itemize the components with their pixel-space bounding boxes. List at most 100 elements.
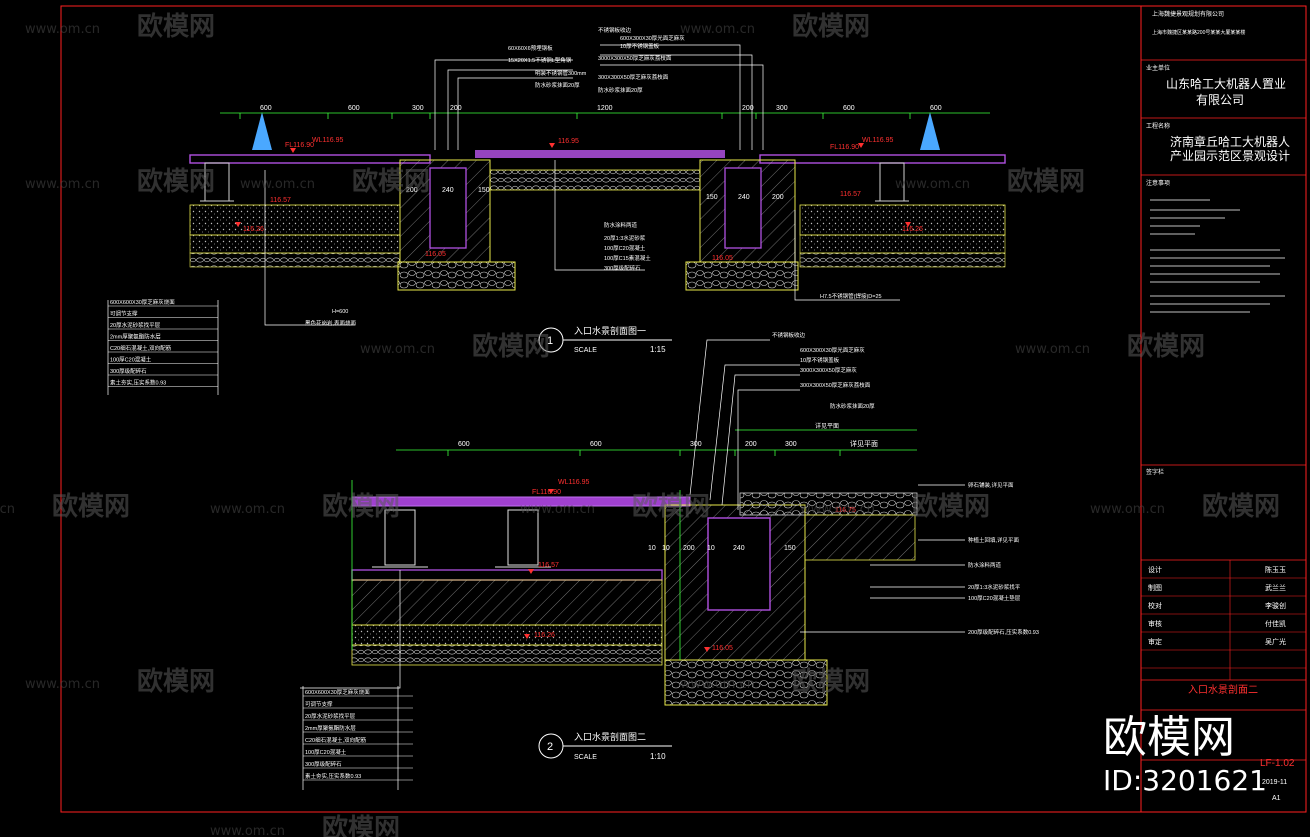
s1-scale-label: SCALE bbox=[574, 347, 597, 354]
s1-callout-mid-4: 300厚级配碎石 bbox=[604, 264, 641, 272]
s2-callout-right-1: 种植土回填,详见平面 bbox=[968, 536, 1020, 544]
section1-callout-left-0: 600X600X30厚芝麻灰烧面 bbox=[110, 298, 175, 306]
s2-callout-top-1: 600X300X30厚光面芝麻灰 bbox=[800, 346, 865, 354]
s1-callout-right: H7.5不锈钢管(焊接)D=25 bbox=[820, 292, 882, 300]
section-1-title-block: 1 入口水景剖面图一 SCALE 1:15 bbox=[538, 325, 672, 354]
s2-dim-sub-3: 10 bbox=[707, 545, 715, 552]
project-name-2: 产业园示范区景观设计 bbox=[1170, 149, 1290, 163]
s2-dim-sub-4: 240 bbox=[733, 545, 745, 552]
role-2: 校对 bbox=[1148, 601, 1162, 610]
watermark-brand-12: 欧模网 bbox=[792, 666, 870, 697]
stamp-label: 签字栏 bbox=[1146, 468, 1164, 476]
section-1-base-left bbox=[189, 234, 401, 254]
sheet-no: LF-1.02 bbox=[1260, 758, 1295, 769]
s1-callout-top-3: 防水砂浆抹面20厚 bbox=[535, 81, 580, 89]
section-1-subbase-left bbox=[189, 204, 401, 236]
s2-callout-top-5: 防水砂浆抹面20厚 bbox=[830, 402, 875, 410]
section-2-base-slab bbox=[351, 569, 663, 581]
watermark-url-3: www.om.cn bbox=[240, 177, 315, 192]
s1-callout-top-1: 15X20X1.5不锈钢L型角钢 bbox=[508, 56, 572, 64]
section-2-leaders bbox=[300, 339, 965, 689]
s1-callout-mid-2: 100厚C20混凝土 bbox=[604, 244, 646, 252]
s1-callout-center-1: H=600 bbox=[332, 309, 348, 315]
section-1-leaders bbox=[264, 44, 900, 326]
s1-base-right: 116.57 bbox=[840, 191, 861, 198]
section-1-pit-left-void bbox=[429, 167, 467, 249]
watermark-brand-4: 欧模网 bbox=[1007, 166, 1085, 197]
watermark-brand-1: 欧模网 bbox=[792, 11, 870, 42]
role-0: 设计 bbox=[1148, 565, 1162, 574]
s1-callout-tr-3: 3000X300X50厚芝麻灰荔枝面 bbox=[598, 54, 672, 62]
s2-callout-top-0: 不锈钢板收边 bbox=[772, 331, 806, 339]
watermark-url-12: www.om.cn bbox=[680, 677, 755, 692]
approver: 吴广光 bbox=[1265, 637, 1286, 646]
section-2-gravel-band bbox=[351, 644, 663, 666]
section-1-inner-dims: 200 240 150 150 240 200 bbox=[406, 187, 784, 201]
watermark-url-0: www.om.cn bbox=[25, 22, 100, 37]
s1-callout-tr-4: 300X300X50厚芝麻灰荔枝面 bbox=[598, 73, 669, 81]
section2-callout-left-1: 可调节支撑 bbox=[305, 700, 333, 708]
s2-title: 入口水景剖面图二 bbox=[574, 731, 646, 742]
s2-dim-top-0: 600 bbox=[458, 441, 470, 448]
section-1-subbase-right bbox=[799, 204, 1006, 236]
watermark-brand-6: 欧模网 bbox=[1127, 331, 1205, 362]
section-2-pit-void bbox=[707, 517, 771, 611]
project-name-1: 济南章丘哈工大机器人 bbox=[1170, 134, 1290, 149]
client-label: 业主单位 bbox=[1146, 64, 1170, 72]
s2-callout-top-2: 10厚不锈钢盖板 bbox=[800, 356, 840, 364]
s1-fl-left: FL116.90 bbox=[285, 142, 314, 149]
sheet-scale: A1 bbox=[1272, 795, 1281, 802]
s1-callout-tr-1: 600X300X30厚光面芝麻灰 bbox=[620, 34, 685, 42]
s2-scale-label: SCALE bbox=[574, 754, 597, 761]
watermark-url-9: www.om.cn bbox=[520, 502, 595, 517]
section-1-slab-left bbox=[189, 154, 431, 164]
s2-callout-right-4: 100厚C20混凝土垫层 bbox=[968, 594, 1021, 602]
s2-base: 116.57 bbox=[538, 562, 559, 569]
role-3: 审核 bbox=[1148, 619, 1162, 628]
s1-dim-top-4: 1200 bbox=[597, 105, 613, 112]
section-1-base-right bbox=[799, 234, 1006, 254]
title-block: 上海魏捷景观规划有限公司 上海市魏捷区某某路200号某某大厦某某楼 业主单位 山… bbox=[1141, 10, 1306, 802]
section1-callout-left-3: 2mm厚聚氨酯防水层 bbox=[110, 333, 161, 341]
section-1-pit-right-footing bbox=[685, 261, 799, 291]
pedestal-icon bbox=[372, 509, 551, 568]
section-2-callouts: 不锈钢板收边 600X300X30厚光面芝麻灰 10厚不锈钢盖板 3000X30… bbox=[302, 331, 1039, 790]
section-2-subbase bbox=[351, 579, 663, 626]
watermark-brand-13: 欧模网 bbox=[322, 813, 400, 837]
s2-callout-right-2: 防水涂料两道 bbox=[968, 561, 1002, 569]
pedestal-icon bbox=[200, 162, 909, 202]
watermark-url-11: www.om.cn bbox=[25, 677, 100, 692]
watermark-brand-0: 欧模网 bbox=[137, 11, 215, 42]
s2-dim-top-5: 详见平面 bbox=[850, 439, 878, 448]
watermark-url-2: www.om.cn bbox=[25, 177, 100, 192]
title-block-grid bbox=[1141, 560, 1306, 680]
s1-number: 1 bbox=[547, 335, 553, 347]
watermark-brand-8: 欧模网 bbox=[322, 491, 400, 522]
s2-dim-top-2: 300 bbox=[690, 441, 702, 448]
s2-dim-top-4: 300 bbox=[785, 441, 797, 448]
client-name-2: 有限公司 bbox=[1196, 93, 1244, 107]
s2-dim-sub-2: 200 bbox=[683, 545, 695, 552]
section-1-gravel-center bbox=[489, 169, 701, 191]
watermark-brand-10: 欧模网 bbox=[912, 491, 990, 522]
s1-wl-right: WL116.95 bbox=[862, 137, 893, 144]
section2-callout-left-3: 2mm厚聚氨酯防水层 bbox=[305, 724, 356, 732]
designer: 陈玉玉 bbox=[1265, 565, 1286, 574]
section-1-water-channel bbox=[475, 150, 725, 158]
s2-callout-right-0: 卵石铺装,详见平面 bbox=[968, 481, 1014, 489]
section2-callout-left-4: C20细石混凝土,双向配筋 bbox=[305, 736, 367, 744]
section-1-pit-left-footing bbox=[397, 261, 516, 291]
checker: 李骏创 bbox=[1265, 601, 1286, 610]
section2-callout-left-5: 100厚C20混凝土 bbox=[305, 748, 347, 756]
s1-callout-mid-1: 20厚1:3水泥砂浆 bbox=[604, 234, 646, 242]
watermark-brand-7: 欧模网 bbox=[52, 491, 130, 522]
s1-callout-tr-0: 不锈钢板收边 bbox=[598, 26, 632, 34]
s1-dim-inner-4: 150 bbox=[706, 194, 718, 201]
notes-text-lines bbox=[1150, 199, 1285, 313]
watermark-id: ID:3201621 bbox=[1103, 764, 1267, 797]
watermark-brand-9: 欧模网 bbox=[632, 491, 710, 522]
section1-callout-left-5: 100厚C20混凝土 bbox=[110, 356, 152, 364]
drafter: 武兰兰 bbox=[1265, 583, 1286, 592]
